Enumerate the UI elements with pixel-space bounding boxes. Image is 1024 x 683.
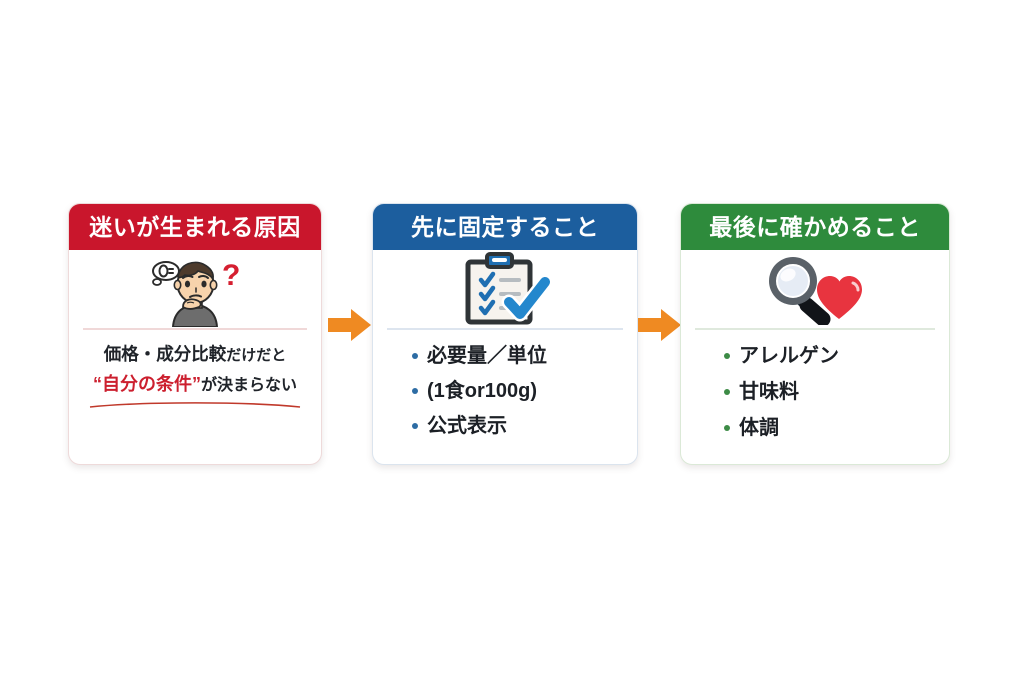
card-check-last-header: 最後に確かめること [681, 204, 949, 250]
card-fix-first: 先に固定すること [372, 203, 638, 465]
card-cause-divider [83, 328, 307, 330]
card-fix-first-divider [387, 328, 623, 330]
arrow-fix-to-check [638, 309, 681, 341]
card-cause-text: 価格・成分比較だけだと “自分の条件”が決まらない [69, 330, 321, 409]
magnifier-heart-icon-wrap [681, 250, 949, 328]
card-check-last: 最後に確かめること アレルゲン 甘味料 [680, 203, 950, 465]
clipboard-checklist-icon [465, 252, 551, 325]
arrow-cause-to-fix [328, 309, 371, 341]
card-cause-line2-tail: が決まらない [200, 377, 297, 395]
list-item: 体調 [724, 418, 949, 438]
card-cause-line2: “自分の条件”が決まらない [93, 374, 297, 396]
card-cause-line1-main: 価格・成分比較 [103, 343, 227, 364]
card-fix-first-header: 先に固定すること [373, 204, 637, 250]
magnifier-heart-icon [769, 257, 862, 325]
thinking-face-emoji: ? [152, 259, 240, 327]
list-item: アレルゲン [724, 346, 949, 366]
list-item: 必要量／単位 [412, 346, 637, 366]
card-check-last-body: アレルゲン 甘味料 体調 [681, 250, 949, 464]
card-cause-red-underline [89, 402, 301, 408]
card-cause-line1-tail: だけだと [226, 346, 287, 364]
list-item: 甘味料 [724, 382, 949, 402]
card-check-last-divider [695, 328, 935, 330]
card-cause-line1: 価格・成分比較だけだと [79, 344, 311, 366]
card-cause-line2-quoted: “自分の条件” [92, 374, 201, 395]
card-fix-first-bullets: 必要量／単位 (1食or100g) 公式表示 [373, 330, 637, 436]
card-cause-body: ? 価格・成分比較だけだと “自分の条件”が決まらない [69, 250, 321, 464]
thinking-face-emoji-wrap: ? [69, 250, 321, 328]
list-item: (1食or100g) [412, 381, 637, 401]
card-cause: 迷いが生まれる原因 [68, 203, 322, 465]
card-cause-header: 迷いが生まれる原因 [69, 204, 321, 250]
svg-text:?: ? [222, 259, 240, 292]
clipboard-checklist-icon-wrap [373, 250, 637, 328]
card-fix-first-body: 必要量／単位 (1食or100g) 公式表示 [373, 250, 637, 464]
card-check-last-bullets: アレルゲン 甘味料 体調 [681, 330, 949, 438]
list-item: 公式表示 [412, 416, 637, 436]
